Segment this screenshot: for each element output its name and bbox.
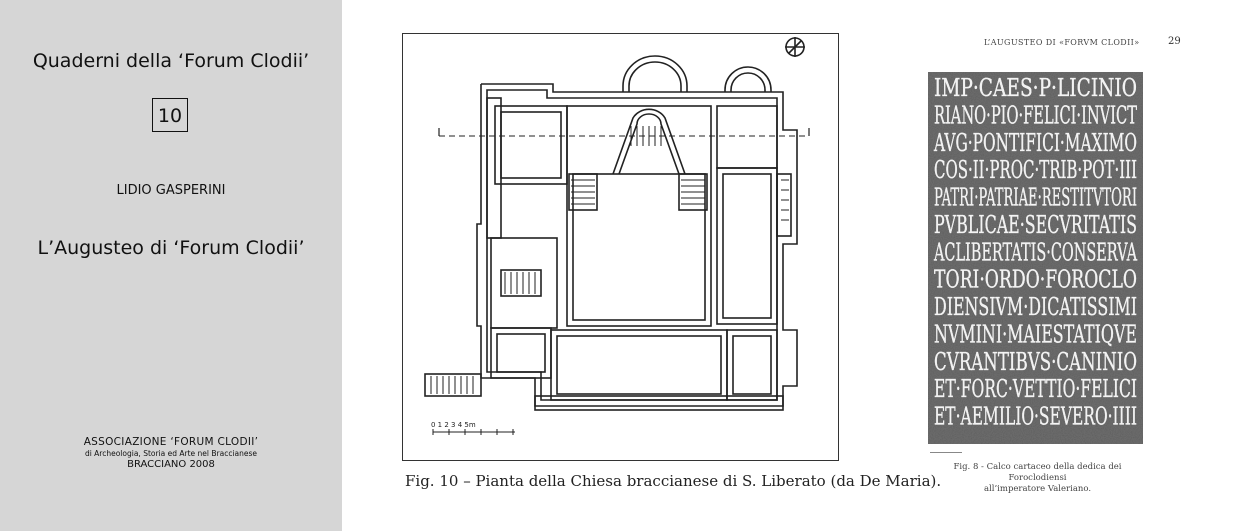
- inscription-line: AVG·PONTIFICI·MAXIMO: [933, 129, 1137, 157]
- inscription-line: NVMINI·MAIESTATIQVE: [934, 320, 1137, 348]
- running-header: L’AUGUSTEO DI «FORVM CLODII»: [984, 38, 1140, 47]
- association-name: ASSOCIAZIONE ‘FORUM CLODII’: [83, 436, 259, 448]
- inscription-line: TORI·ORDO·FOROCLO: [934, 266, 1137, 294]
- place-year: BRACCIANO 2008: [127, 459, 215, 470]
- inscription-line: PATRI·PATRIAE·RESTITVTORI: [934, 184, 1137, 212]
- inscription-line: RIANO·PIO·FELICI·INVICT: [934, 101, 1137, 129]
- inscription-line: ACLIBERTATIS·CONSERVA: [933, 238, 1137, 266]
- author-name: LIDIO GASPERINI: [116, 183, 226, 198]
- church-floor-plan: 0 1 2 3 4 5m: [424, 37, 810, 435]
- rubbing-scale-mark: [930, 448, 962, 453]
- book-cover: Quaderni della ‘Forum Clodii’ 10 LIDIO G…: [0, 0, 342, 531]
- scale-label: 0 1 2 3 4 5m: [431, 421, 476, 429]
- publisher-block: ASSOCIAZIONE ‘FORUM CLODII’ di Archeolog…: [0, 436, 342, 470]
- inscription-line: CVRANTIBVS·CANINIO: [934, 348, 1137, 376]
- volume-number: 10: [152, 98, 188, 132]
- north-arrow-icon: [785, 37, 805, 57]
- inscription-line: PVBLICAE·SECVRITATIS: [934, 211, 1137, 239]
- floor-plan-figure: 0 1 2 3 4 5m: [402, 33, 839, 461]
- inscription-line: ET·FORC·VETTIO·FELICI: [934, 375, 1137, 403]
- series-title: Quaderni della ‘Forum Clodii’: [32, 50, 310, 72]
- figure-8-caption-line1: Fig. 8 - Calco cartaceo della dedica dei…: [953, 462, 1122, 483]
- inscription-line: ET·AEMILIO·SEVERO·IIII: [934, 403, 1137, 431]
- page-number: 29: [1168, 36, 1181, 47]
- inscription-line: IMP·CAES·P·LICINIO: [934, 74, 1137, 102]
- figure-8-caption: Fig. 8 - Calco cartaceo della dedica dei…: [930, 462, 1145, 495]
- scale-bar: [432, 429, 515, 435]
- figure-8-caption-line2: all’imperatore Valeriano.: [983, 484, 1092, 494]
- inscription-line: COS·II·PROC·TRIB·POT·III: [934, 156, 1137, 184]
- inscription-line: DIENSIVM·DICATISSIMI: [934, 293, 1137, 321]
- book-title: L’Augusteo di ‘Forum Clodii’: [37, 237, 305, 259]
- figure-10-caption: Fig. 10 – Pianta della Chiesa braccianes…: [405, 472, 942, 490]
- inscription-rubbing: IMP·CAES·P·LICINIORIANO·PIO·FELICI·INVIC…: [928, 72, 1143, 444]
- association-subtitle: di Archeologia, Storia ed Arte nel Bracc…: [84, 449, 258, 458]
